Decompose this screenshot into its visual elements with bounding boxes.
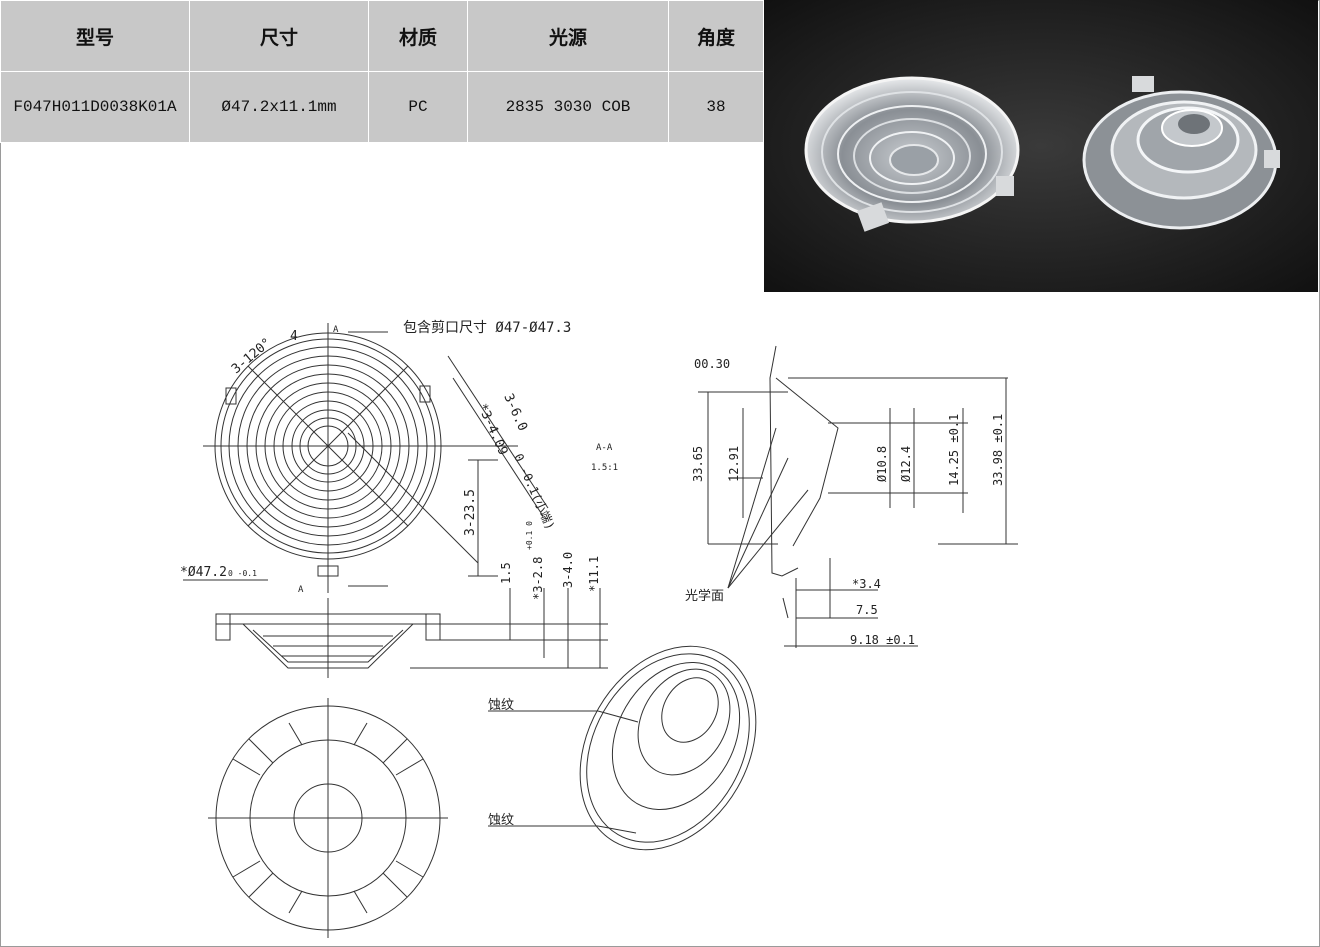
diameter-47-2: *Ø47.2 — [180, 565, 227, 580]
dim-3-4-09: *3-4.09 — [474, 402, 510, 458]
dim-14-25: 14.25 ±0.1 — [947, 414, 961, 486]
header-light-source: 光源 — [467, 0, 669, 72]
dim-3-23-5: 3-23.5 — [463, 489, 478, 536]
dim-3-4: *3.4 — [852, 577, 881, 591]
diameter-47-2-tolerance: 0 -0.1 — [228, 569, 257, 578]
dim-3-6-0: 3-6.0 — [500, 392, 530, 434]
lens-back-view — [1082, 76, 1280, 230]
dim-33-65: 33.65 — [691, 446, 705, 482]
value-size: Ø47.2x11.1mm — [189, 71, 369, 143]
section-scale: 1.5:1 — [591, 463, 618, 473]
product-photo — [764, 0, 1318, 292]
dim-12-91: 12.91 — [727, 446, 741, 482]
optical-surface-label: 光学面 — [685, 588, 724, 604]
spec-header-row: 型号 尺寸 材质 光源 角度 — [0, 0, 764, 72]
dim-9-18: 9.18 ±0.1 — [850, 633, 915, 647]
dim-11-1: *11.1 — [587, 556, 601, 592]
dim-3-2-8: *3-2.8 — [531, 557, 545, 600]
value-angle: 38 — [668, 71, 764, 143]
dim-0-30: 00.30 — [694, 357, 730, 371]
etch-label-2: 蚀纹 — [488, 813, 514, 828]
notch-note: 包含剪口尺寸 Ø47-Ø47.3 — [403, 320, 571, 336]
value-model: F047H011D0038K01A — [0, 71, 190, 143]
header-angle: 角度 — [668, 0, 764, 72]
dim-33-98: 33.98 ±0.1 — [991, 414, 1005, 486]
dim-7-5: 7.5 — [856, 603, 878, 617]
isometric-view — [488, 645, 757, 851]
header-size: 尺寸 — [189, 0, 369, 72]
header-material: 材质 — [368, 0, 468, 72]
lens-front-view — [804, 76, 1020, 232]
spec-table: 型号 尺寸 材质 光源 角度 F047H011D0038K01A Ø47.2x1… — [0, 0, 764, 143]
dim-tolerance: 0 -0.1(小端) — [511, 452, 557, 532]
section-marker-a-top: A — [333, 325, 339, 335]
section-view — [698, 345, 1018, 648]
side-view — [215, 588, 608, 678]
section-title: A-A — [596, 443, 613, 453]
header-model: 型号 — [0, 0, 190, 72]
section-marker-a-bottom: A — [298, 585, 304, 595]
top-view — [203, 323, 518, 593]
dim-1-5: 1.5 — [499, 562, 513, 584]
bottom-view — [208, 698, 448, 938]
spec-value-row: F047H011D0038K01A Ø47.2x11.1mm PC 2835 3… — [0, 71, 764, 143]
dim-3-4-0: 3-4.0 — [561, 552, 575, 588]
value-material: PC — [368, 71, 468, 143]
diameter-12-4: Ø12.4 — [899, 446, 913, 482]
diameter-10-8: Ø10.8 — [875, 446, 889, 482]
etch-label-1: 蚀纹 — [488, 698, 514, 713]
value-light-source: 2835 3030 COB — [467, 71, 669, 143]
technical-drawing: 包含剪口尺寸 Ø47-Ø47.3 4 A A 3-120° 3-6.0 *3-4… — [180, 320, 1018, 938]
dim-4: 4 — [290, 329, 298, 344]
dim-3-2-8-tolerance: +0.1 0 — [525, 521, 534, 550]
